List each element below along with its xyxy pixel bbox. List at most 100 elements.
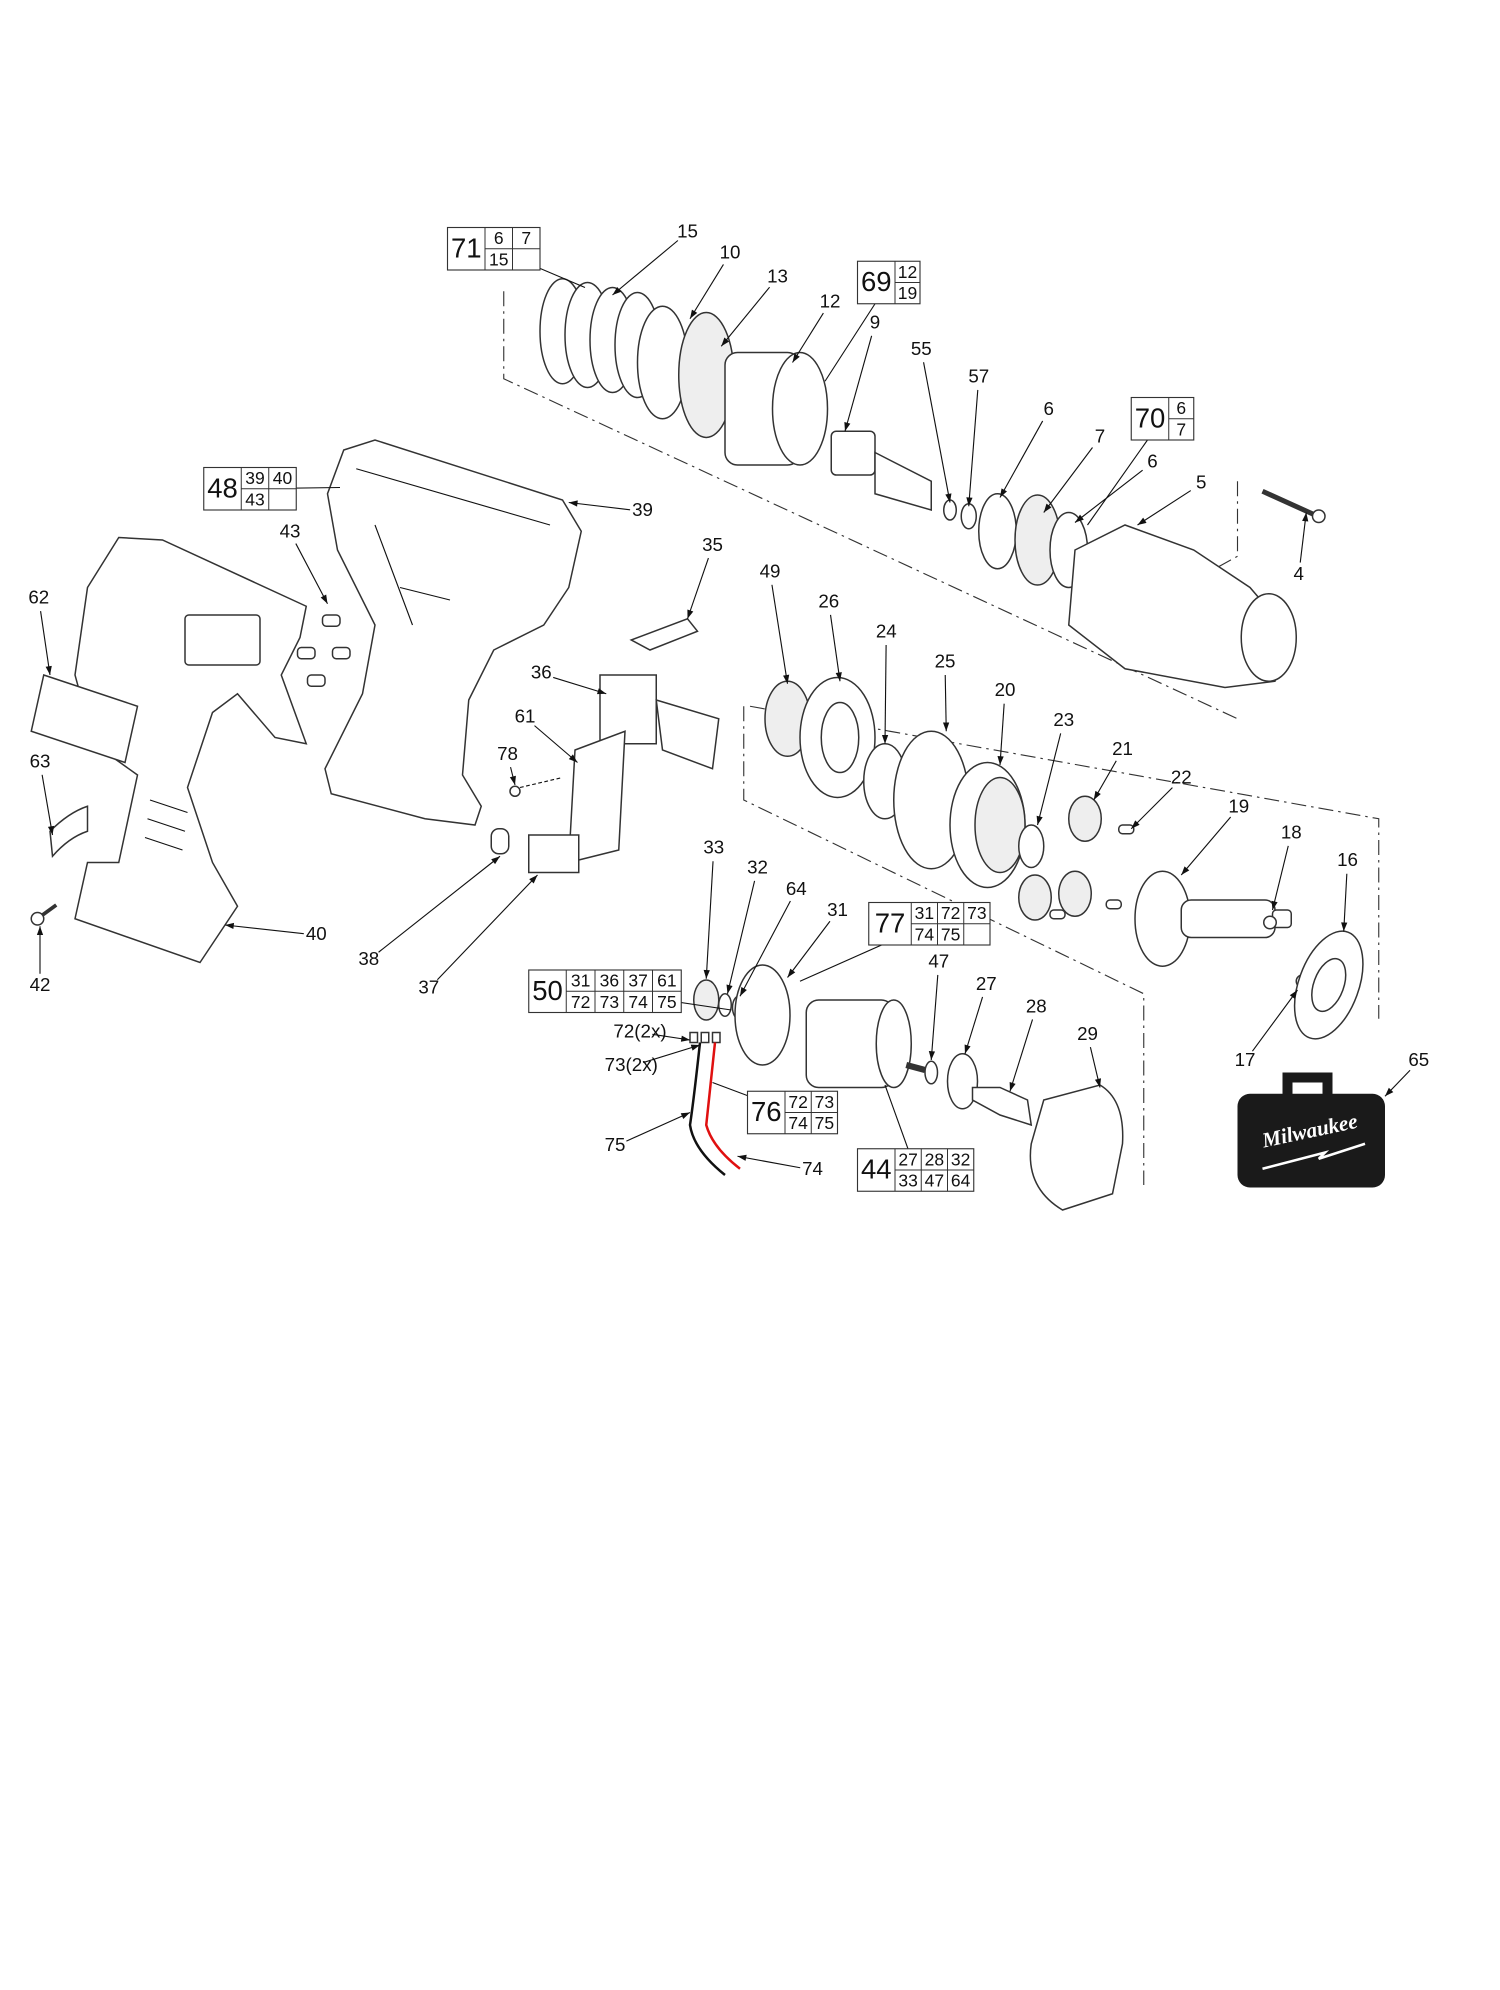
leader-line	[1043, 447, 1093, 513]
part-callout: 35	[702, 534, 723, 555]
pins-22	[1049, 824, 1135, 920]
screw-42	[30, 903, 58, 926]
part-callout: 27	[976, 973, 997, 994]
ring-57	[960, 503, 977, 530]
leader-line	[884, 644, 887, 744]
kit-number: 70	[1135, 402, 1166, 433]
arrowhead	[1181, 866, 1190, 875]
kit-part-number: 36	[600, 971, 619, 991]
leader-line	[40, 611, 51, 676]
part-callout: 15	[677, 220, 698, 241]
part-callout: 12	[820, 290, 841, 311]
kit-part-number: 75	[657, 992, 676, 1012]
part-callout: 10	[720, 242, 741, 263]
kit-number: 71	[451, 232, 482, 263]
arrowhead	[1302, 512, 1309, 522]
kit-part-number: 74	[788, 1113, 808, 1133]
kit-part-number: 75	[941, 924, 960, 944]
part-callout: 64	[786, 878, 807, 899]
arrowhead	[792, 353, 800, 363]
kit-part-number: 28	[925, 1149, 944, 1169]
anvil-9	[830, 430, 932, 511]
ring-55	[943, 499, 957, 521]
arrowhead	[690, 309, 698, 319]
arrowhead	[529, 875, 538, 884]
leader-line	[792, 312, 824, 363]
arrowhead	[1385, 1087, 1394, 1097]
part-callout: 26	[818, 590, 839, 611]
leader-line	[1251, 989, 1298, 1052]
arrowhead	[568, 500, 578, 507]
part-callout: 7	[1095, 425, 1105, 446]
kit-part-number: 7	[1176, 419, 1186, 439]
rotor-stator	[805, 999, 926, 1089]
arrowhead	[835, 672, 842, 682]
part-callout: 33	[703, 837, 724, 858]
leader-line	[1130, 787, 1173, 830]
leader-line	[930, 974, 939, 1061]
part-callout: 47	[928, 950, 949, 971]
arrowhead	[1075, 514, 1084, 523]
part-callout: 37	[418, 977, 439, 998]
leader-line	[829, 614, 841, 682]
part-callout: 9	[870, 312, 880, 333]
leader-line	[1271, 845, 1289, 911]
part-callout: 23	[1053, 709, 1074, 730]
hammer-12	[724, 351, 829, 466]
arrowhead	[1094, 1078, 1102, 1088]
arrowhead	[1289, 990, 1298, 999]
arrowhead	[1271, 900, 1278, 910]
kit-part-number: 27	[898, 1149, 917, 1169]
pcb-61	[567, 730, 626, 864]
leader-line	[844, 335, 873, 432]
kit-part-number: 32	[951, 1149, 970, 1169]
arrowhead	[964, 1044, 971, 1054]
arrowhead	[942, 722, 950, 732]
arrowhead	[726, 984, 733, 994]
part-callout: 74	[802, 1158, 823, 1179]
leader-line	[726, 880, 756, 994]
arrowhead	[1036, 815, 1043, 825]
kit-part-number: 75	[815, 1113, 834, 1133]
part-callout: 55	[911, 338, 932, 359]
arrowhead	[703, 969, 710, 979]
part-callout: 39	[632, 499, 653, 520]
label-63	[49, 805, 89, 859]
kit-part-number: 31	[571, 971, 590, 991]
washer-23	[1018, 824, 1045, 869]
label-62	[30, 674, 139, 764]
gear-case-5	[1067, 524, 1297, 689]
kit-part-number: 43	[245, 489, 264, 509]
kit-part-number: 33	[898, 1171, 917, 1191]
arrowhead	[690, 1044, 700, 1051]
kit-number: 69	[861, 266, 892, 297]
wire-black-75	[688, 1042, 726, 1176]
arrowhead	[680, 1035, 690, 1042]
kit-part-number: 73	[815, 1092, 834, 1112]
leader-line	[553, 676, 607, 695]
leader-line	[1074, 469, 1143, 523]
kit-part-number: 72	[571, 992, 590, 1012]
leader-line	[964, 996, 984, 1054]
kit-part-number: 40	[273, 468, 293, 488]
assembly-frames	[503, 291, 1380, 1185]
part-callout: 20	[995, 679, 1016, 700]
kit-number: 44	[861, 1154, 892, 1185]
ring-32	[718, 993, 732, 1017]
arrowhead	[1009, 1081, 1016, 1092]
kit-part-number: 72	[788, 1092, 807, 1112]
kit-part-number: 64	[951, 1171, 971, 1191]
leader-line	[295, 543, 328, 605]
part-callout: 75	[605, 1134, 626, 1155]
leader-line	[771, 584, 789, 684]
arrowhead	[737, 1154, 747, 1161]
arrowhead	[1341, 922, 1348, 932]
part-callout: 25	[935, 650, 956, 671]
switch-36	[599, 674, 720, 770]
